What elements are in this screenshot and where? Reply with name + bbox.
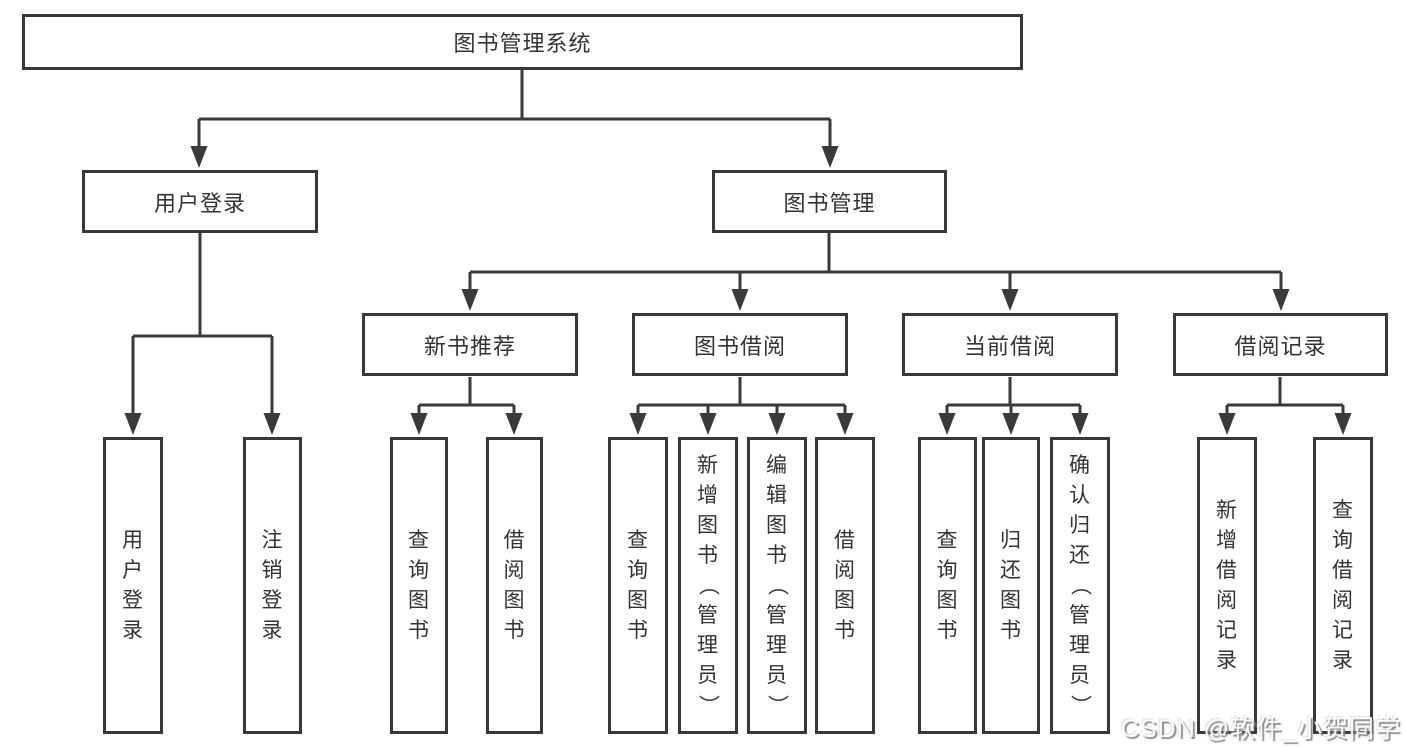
- leaf-add-borrow-record: 新增借阅记录: [1197, 437, 1257, 734]
- node-root-label: 图书管理系统: [453, 31, 592, 56]
- leaf-confirm-return-label: 确认归还（管理员）: [1068, 454, 1092, 717]
- leaf-return-book-label: 归还图书: [1000, 529, 1022, 642]
- leaf-add-book-label: 新增图书（管理员）: [696, 454, 720, 717]
- leaf-query-book-rec-label: 查询图书: [408, 529, 430, 642]
- node-user-login-label: 用户登录: [153, 190, 246, 216]
- connector-current-borrow-to-leaves: [938, 377, 1089, 435]
- leaf-query-book-borrow: 查询图书: [608, 437, 668, 734]
- leaf-query-book-borrow-label: 查询图书: [627, 529, 649, 642]
- leaf-logout-label: 注销登录: [261, 529, 284, 642]
- leaf-query-book-current-label: 查询图书: [936, 529, 959, 642]
- leaf-query-borrow-record-label: 查询借阅记录: [1332, 499, 1354, 672]
- leaf-borrow-book-rec-label: 借阅图书: [503, 529, 526, 642]
- leaf-return-book: 归还图书: [982, 437, 1040, 734]
- watermark: CSDN @软件_小贺同学: [1120, 715, 1401, 743]
- node-new-book-rec-label: 新书推荐: [423, 333, 516, 359]
- connector-book-borrow-to-leaves: [629, 377, 854, 435]
- leaf-borrow-book-rec: 借阅图书: [486, 437, 543, 734]
- leaf-borrow-book: 借阅图书: [815, 437, 875, 734]
- connector-new-book-rec-to-leaves: [410, 377, 523, 435]
- node-borrow-records-label: 借阅记录: [1234, 333, 1327, 359]
- node-book-mgmt: 图书管理: [712, 170, 947, 233]
- leaf-query-book-current: 查询图书: [918, 437, 977, 734]
- leaf-confirm-return: 确认归还（管理员）: [1050, 437, 1110, 734]
- connector-root-to-level2: [190, 70, 839, 168]
- leaf-add-borrow-record-label: 新增借阅记录: [1216, 499, 1238, 672]
- node-book-borrow: 图书借阅: [632, 313, 848, 376]
- connector-book-mgmt-to-level3: [461, 233, 1290, 311]
- leaf-logout: 注销登录: [243, 437, 302, 734]
- leaf-user-login: 用户登录: [103, 437, 163, 734]
- leaf-add-book: 新增图书（管理员）: [678, 437, 738, 734]
- leaf-user-login-label: 用户登录: [122, 529, 144, 642]
- leaf-borrow-book-label: 借阅图书: [834, 529, 856, 642]
- node-current-borrow-label: 当前借阅: [963, 333, 1056, 359]
- connector-borrow-records-to-leaves: [1218, 377, 1352, 435]
- leaf-edit-book: 编辑图书（管理员）: [747, 437, 807, 734]
- node-root-system: 图书管理系统: [22, 14, 1023, 70]
- node-user-login: 用户登录: [82, 170, 318, 233]
- node-current-borrow: 当前借阅: [902, 313, 1118, 376]
- node-new-book-rec: 新书推荐: [362, 313, 578, 376]
- node-borrow-records: 借阅记录: [1173, 313, 1388, 376]
- leaf-query-book-rec: 查询图书: [390, 437, 448, 734]
- leaf-query-borrow-record: 查询借阅记录: [1313, 437, 1373, 734]
- node-book-mgmt-label: 图书管理: [783, 190, 876, 216]
- connector-user-login-to-leaves: [124, 233, 281, 435]
- node-book-borrow-label: 图书借阅: [693, 333, 786, 359]
- leaf-edit-book-label: 编辑图书（管理员）: [765, 454, 789, 717]
